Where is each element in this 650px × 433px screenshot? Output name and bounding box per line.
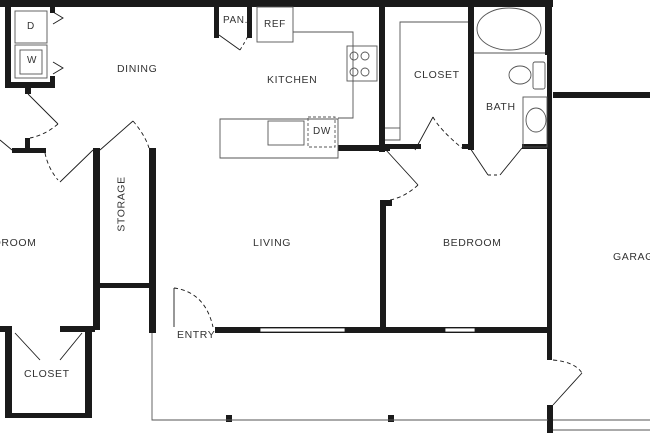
refrigerator-label: REF (264, 19, 286, 30)
sink (267, 120, 305, 146)
closet-label: CLOSET (414, 69, 460, 81)
dining-label: DINING (117, 63, 158, 75)
toilet (508, 65, 532, 85)
counter (219, 118, 339, 159)
washer (14, 44, 48, 79)
living-label: LIVING (253, 237, 292, 249)
refrigerator (256, 6, 294, 43)
dryer (14, 10, 48, 44)
pantry-label: PAN. (223, 15, 248, 26)
dryer-label: D (27, 21, 35, 32)
dishwasher (307, 116, 336, 148)
bedroom-left-label: BEDROOM (0, 237, 37, 249)
windows (259, 327, 476, 333)
bedroom-label: BEDROOM (443, 237, 502, 249)
bathtub (476, 7, 542, 51)
garage-label: GARAGE (613, 251, 650, 263)
dishwasher-label: DW (313, 126, 331, 137)
stove (346, 45, 378, 82)
closet-left-label: CLOSET (24, 368, 70, 380)
vanity (522, 96, 548, 148)
entry-label: ENTRY (177, 329, 216, 341)
storage-label: STORAGE (115, 176, 128, 232)
door-swings (0, 11, 583, 406)
bath-label: BATH (486, 101, 516, 113)
washer-label: W (27, 55, 38, 66)
fixtures (14, 6, 650, 431)
kitchen-label: KITCHEN (267, 74, 318, 86)
